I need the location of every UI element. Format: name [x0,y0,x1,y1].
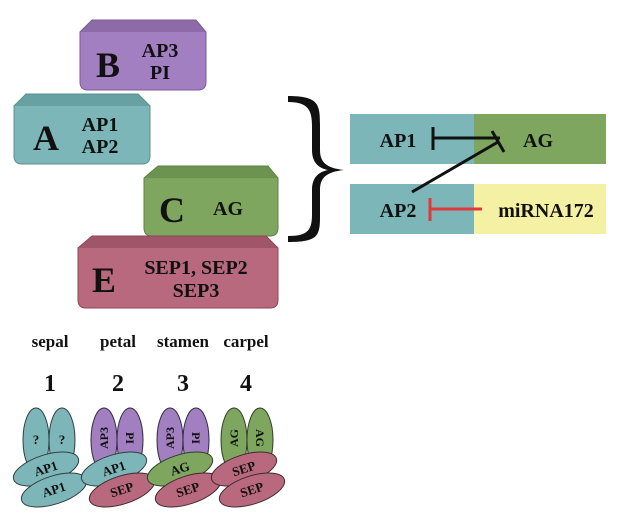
protein-label: AG [253,429,267,447]
whorl-number-4: 4 [240,371,252,397]
block-c-gene-1: AG [213,198,243,220]
whorl-number-3: 3 [177,371,189,397]
protein-label: SEP [230,458,257,480]
block-b-gene-1: AP3 [142,40,179,62]
block-a: A AP1 AP2 [13,93,151,165]
repression-ap2-ag-bar [490,130,506,153]
ap1-label: AP1 [380,130,417,152]
quartet-petal: AP3 PI AP1 SEP [80,407,156,508]
organ-label-petal: petal [100,332,136,351]
quartet-carpel: AG AG SEP SEP [210,407,286,508]
quartet-stamen: AP3 PI AG SEP [146,407,222,508]
block-e-gene-1: SEP1, SEP2 [144,257,247,279]
organ-label-carpel: carpel [223,332,269,351]
mirna-box [474,184,606,234]
block-a-gene-2: AP2 [82,136,119,158]
block-b-letter: B [96,45,120,85]
block-b: B AP3 PI [79,19,207,91]
protein-label: ? [59,432,66,447]
block-a-gene-1: AP1 [82,114,119,136]
protein-label: AP1 [100,458,127,480]
block-e-gene-2: SEP3 [173,280,220,302]
block-a-letter: A [33,118,59,158]
block-e: E SEP1, SEP2 SEP3 [77,235,279,309]
block-c-letter: C [159,190,185,230]
ag-label: AG [523,130,553,152]
curly-brace-icon [288,96,344,242]
protein-ellipse [218,472,286,508]
ap2-label: AP2 [380,200,417,222]
protein-label: AP1 [32,458,59,480]
protein-label: ? [33,432,40,447]
regulation-panel: AP1 AG AP2 miRNA172 [350,114,606,234]
protein-label: AG [168,458,191,478]
protein-label: AP3 [163,427,177,449]
organ-label-sepal: sepal [32,332,69,351]
block-b-gene-2: PI [150,62,170,84]
protein-label: PI [189,432,203,444]
protein-label: SEP [174,479,201,501]
block-e-letter: E [92,260,116,300]
quartet-sepal: ? ? AP1 AP1 [12,407,88,508]
mirna-label: miRNA172 [498,200,594,222]
protein-label: SEP [238,479,265,501]
whorl-number-2: 2 [112,371,124,397]
protein-label: SEP [108,479,135,501]
organ-label-stamen: stamen [157,332,209,351]
protein-label: AP1 [40,479,67,501]
repression-ap2-ag-line [411,140,499,194]
block-c: C AG [143,165,279,237]
whorl-number-1: 1 [44,371,56,397]
protein-label: AP3 [97,427,111,449]
protein-label: AG [227,429,241,447]
protein-label: PI [123,432,137,444]
